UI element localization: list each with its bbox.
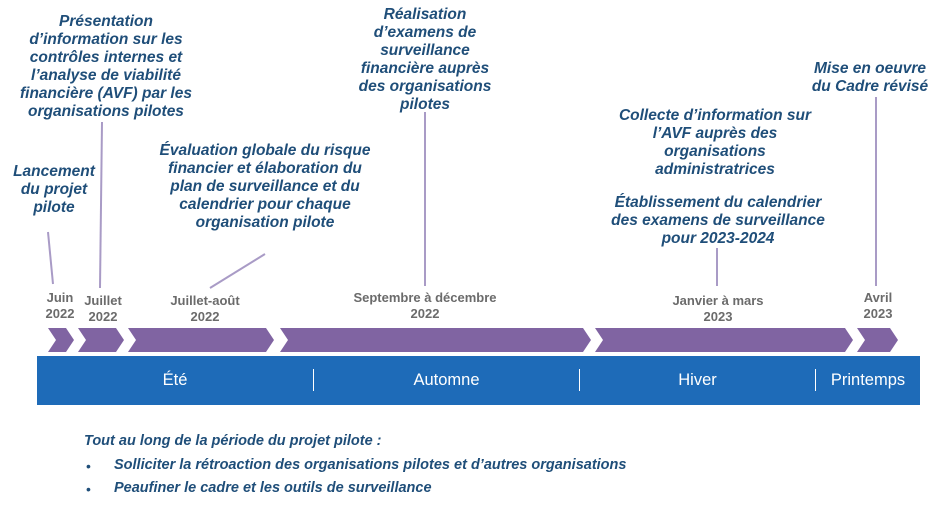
chevron-arrow-sept-dec xyxy=(280,328,591,352)
date-jan-mars-2023: Janvier à mars 2023 xyxy=(672,293,764,324)
chevron-arrow-juillet xyxy=(78,328,124,352)
season-automne: Automne xyxy=(413,371,480,389)
annotation-evaluation: Évaluation globale du risque financier e… xyxy=(159,142,371,231)
date-juin-2022: Juin 2022 xyxy=(45,290,75,321)
annotation-collecte: Collecte d’information sur l’AVF auprès … xyxy=(618,107,812,178)
bullet-icon: • xyxy=(86,481,91,497)
chevron-arrow-juillet-aout xyxy=(128,328,274,352)
season-printemps: Printemps xyxy=(830,371,906,389)
date-juillet-aout-2022: Juillet-août 2022 xyxy=(170,293,240,324)
leader-line-presentation xyxy=(99,121,103,289)
season-separator xyxy=(815,369,816,391)
chevron-arrow-juin xyxy=(48,328,74,352)
annotation-etablissement: Établissement du calendrier des examens … xyxy=(611,194,825,247)
chevron-arrow-jan-mars xyxy=(595,328,853,352)
date-avril-2023: Avril 2023 xyxy=(863,290,893,321)
leader-line-lancement xyxy=(47,231,54,285)
chevron-arrow-avril xyxy=(857,328,898,352)
footer-item: Solliciter la rétroaction des organisati… xyxy=(114,457,627,473)
annotation-lancement: Lancement du projet pilote xyxy=(13,163,95,216)
season-separator xyxy=(579,369,580,391)
leader-line-evaluation xyxy=(209,253,266,289)
footer-item: Peaufiner le cadre et les outils de surv… xyxy=(114,480,432,496)
bullet-icon: • xyxy=(86,458,91,474)
annotation-realisation: Réalisation d’examens de surveillance fi… xyxy=(358,6,492,113)
annotation-mise-en-oeuvre: Mise en oeuvre du Cadre révisé xyxy=(811,60,929,95)
season-separator xyxy=(313,369,314,391)
season-band: Été Automne Hiver Printemps xyxy=(37,356,920,405)
season-ete: Été xyxy=(162,371,188,389)
footer-intro: Tout au long de la période du projet pil… xyxy=(84,433,382,449)
date-juillet-2022: Juillet 2022 xyxy=(84,293,122,324)
annotation-presentation: Présentation d’information sur les contr… xyxy=(20,13,192,120)
date-sept-dec-2022: Septembre à décembre 2022 xyxy=(353,290,497,321)
season-hiver: Hiver xyxy=(678,371,717,389)
